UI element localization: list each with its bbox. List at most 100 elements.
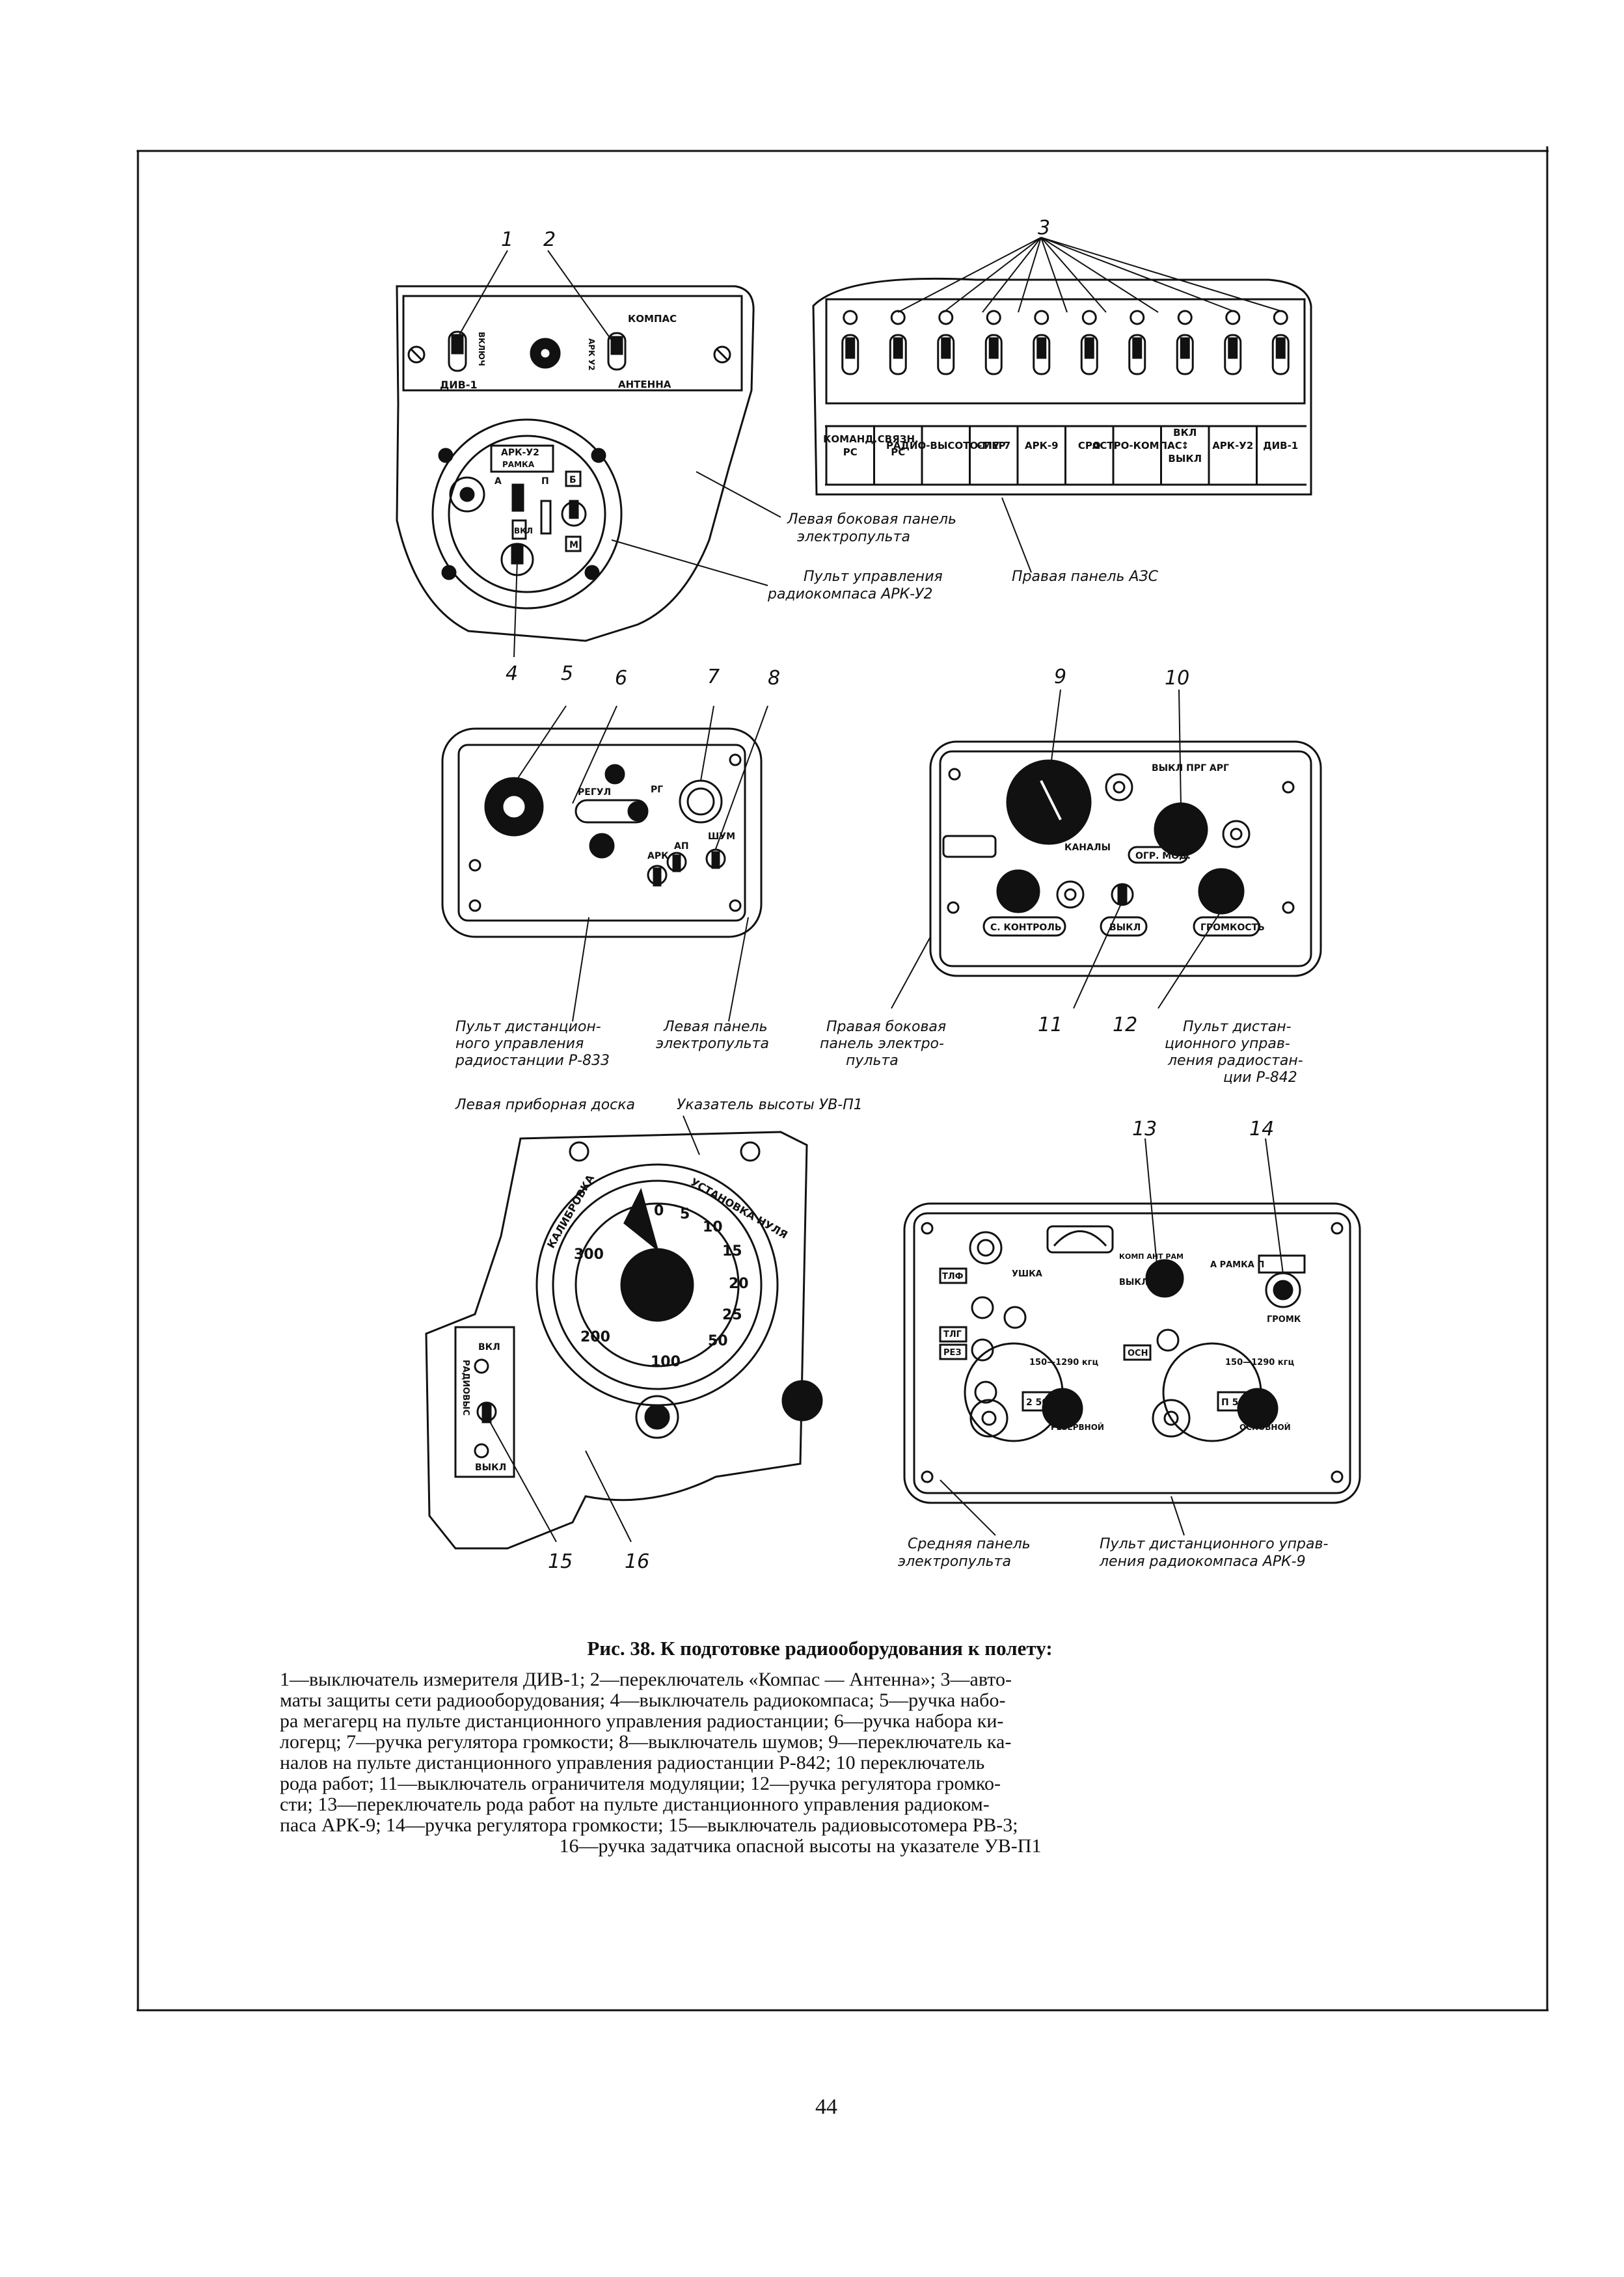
scale-200: 200 xyxy=(580,1329,610,1345)
caption-line: логерц; 7—ручка регулятора громкости; 8—… xyxy=(280,1731,1012,1753)
r833-line3: радиостанции Р-833 xyxy=(455,1053,610,1069)
rezhim-label: КОМП АНТ РАМ xyxy=(1119,1252,1184,1261)
azs-label: РС xyxy=(843,446,858,458)
azs-label: АРК-У2 xyxy=(1212,440,1253,451)
r842-text: ВЫКЛ ПРГ АРГ КАНАЛЫ ОГР. МОД. С. КОНТРОЛ… xyxy=(990,763,1265,933)
tlg-label: ТЛГ xyxy=(943,1330,962,1340)
azs-screw xyxy=(890,310,906,325)
scale-5: 5 xyxy=(680,1206,690,1222)
a-ramka-p-label: А РАМКА П xyxy=(1210,1260,1264,1270)
box1-label: 2 50 xyxy=(1026,1397,1048,1408)
scale-25: 25 xyxy=(722,1307,742,1323)
r842-line4: ции Р-842 xyxy=(1223,1070,1297,1086)
azs-screw xyxy=(1177,310,1193,325)
left-side-panel-line2: электропульта xyxy=(797,529,910,545)
right-side-panel-line1: Правая боковая xyxy=(826,1019,946,1035)
azs-label: АРК-9 xyxy=(1025,440,1059,451)
caption-line: налов на пульте дистанционного управлени… xyxy=(280,1752,985,1773)
azs-toggle-lever xyxy=(1180,337,1190,359)
osn-label: ОСН xyxy=(1128,1349,1148,1358)
a-label: А xyxy=(494,476,502,487)
right-side-panel-line2: панель электро- xyxy=(820,1036,944,1052)
azs-label: СРО xyxy=(1078,440,1101,451)
caption-line: 16—ручка задатчика опасной высоты на ука… xyxy=(559,1835,1042,1857)
azs-toggle-switch xyxy=(1080,334,1098,375)
alt-vykl-label: ВЫКЛ xyxy=(475,1462,506,1473)
azs-toggle-lever xyxy=(893,337,903,359)
ark-u2-pult-line1: Пульт управления xyxy=(804,569,943,585)
r842-panel-drawing xyxy=(929,740,1322,977)
middle-panel-line2: электропульта xyxy=(898,1554,1011,1570)
b-label: Б xyxy=(569,475,576,485)
r833-line2: ного управления xyxy=(455,1036,584,1052)
azs-switches xyxy=(825,310,1290,485)
azs-label: РАДИО-ВЫСОТО-МЕР xyxy=(886,440,1006,451)
azs-toggle-lever xyxy=(845,337,856,359)
left-side-panel-line1: Левая боковая панель xyxy=(787,511,956,528)
alt-vkl-label: ВКЛ xyxy=(478,1342,500,1353)
azs-toggle-switch xyxy=(1271,334,1290,375)
vkl-label: ВКЛ xyxy=(514,526,533,535)
ushka-label: УШКА xyxy=(1012,1269,1042,1279)
uv-p1-label: Указатель высоты УВ-П1 xyxy=(677,1097,863,1113)
callout-numbers: 1 2 3 4 5 6 7 8 9 10 11 12 13 14 15 16 xyxy=(501,217,1274,1573)
azs-screw xyxy=(843,310,858,325)
azs-screw xyxy=(938,310,954,325)
ark9-pult-line2: ления радиокомпаса АРК-9 xyxy=(1099,1554,1306,1570)
freq1-label: 150—1290 кгц xyxy=(1029,1358,1098,1368)
azs-screw xyxy=(1130,310,1145,325)
azs-label: ВКЛ xyxy=(1173,427,1197,438)
r842-line1: Пульт дистан- xyxy=(1183,1019,1292,1035)
azs-label: СВЯЗН. xyxy=(878,433,919,445)
ark-u2-panel-label: АРК-У2 xyxy=(501,448,539,458)
azs-toggle-lever xyxy=(1228,337,1238,359)
num-10: 10 xyxy=(1165,667,1189,690)
rez-label: РЕЗ xyxy=(943,1348,962,1358)
gromkost-label: ГРОМКОСТЬ xyxy=(1200,923,1265,933)
scale-15: 15 xyxy=(722,1243,742,1260)
r842-line2: ционного управ- xyxy=(1165,1036,1290,1052)
page-frame xyxy=(137,146,1549,2012)
num-5: 5 xyxy=(561,662,573,685)
ramka-label: РАМКА xyxy=(502,460,535,469)
tlf-label: ТЛФ xyxy=(942,1272,964,1282)
altimeter-text: КАЛИБРОВКА УСТАНОВКА НУЛЯ 0 5 10 15 20 2… xyxy=(461,1172,790,1473)
callout-texts: Левая боковая панель электропульта Пульт… xyxy=(455,511,1328,1570)
kanaly-label: КАНАЛЫ xyxy=(1064,842,1111,853)
azs-toggle-lever xyxy=(988,337,999,359)
azs-toggle-lever xyxy=(1084,337,1094,359)
azs-label: КОМАНД. xyxy=(823,433,877,445)
azs-toggle-switch xyxy=(1128,334,1146,375)
right-side-panel-line3: пульта xyxy=(846,1053,899,1069)
left-instrument-label: Левая приборная доска xyxy=(455,1097,635,1113)
caption-line: ра мегагерц на пульте дистанционного упр… xyxy=(280,1710,1004,1732)
ark9-vykl-label: ВЫКЛ xyxy=(1119,1278,1148,1287)
regul-label: РЕГУЛ xyxy=(578,787,611,798)
scale-300: 300 xyxy=(574,1246,604,1263)
vklyuch-label: ВКЛЮЧ xyxy=(477,332,486,366)
scale-20: 20 xyxy=(729,1276,749,1292)
num-4: 4 xyxy=(506,662,518,685)
rezervnoi-label: РЕЗЕРВНОЙ xyxy=(1051,1422,1104,1432)
left-panel-ep-line1: Левая панель xyxy=(663,1019,768,1035)
s-kontrol-label: С. КОНТРОЛЬ xyxy=(990,923,1062,933)
azs-screw xyxy=(986,310,1001,325)
left-panel-ep-line2: электропульта xyxy=(656,1036,769,1052)
num-3: 3 xyxy=(1038,217,1050,239)
azs-label: ДИВ-1 xyxy=(1263,440,1298,451)
azs-toggle-lever xyxy=(941,337,951,359)
scale-10: 10 xyxy=(703,1219,723,1235)
middle-panel-line1: Средняя панель xyxy=(908,1536,1031,1552)
azs-screw xyxy=(1081,310,1097,325)
p-label: П xyxy=(541,476,549,487)
div1-label: ДИВ-1 xyxy=(440,379,478,391)
vykl-label: ВЫКЛ xyxy=(1109,923,1141,933)
num-14: 14 xyxy=(1249,1118,1274,1140)
osnovnoi-label: ОСНОВНОЙ xyxy=(1239,1422,1291,1432)
ark9-pult-line1: Пульт дистанционного управ- xyxy=(1100,1536,1328,1552)
azs-screw xyxy=(1225,310,1241,325)
altimeter-drawing xyxy=(425,1131,823,1550)
r833-line1: Пульт дистанцион- xyxy=(455,1019,601,1035)
num-1: 1 xyxy=(501,228,513,251)
